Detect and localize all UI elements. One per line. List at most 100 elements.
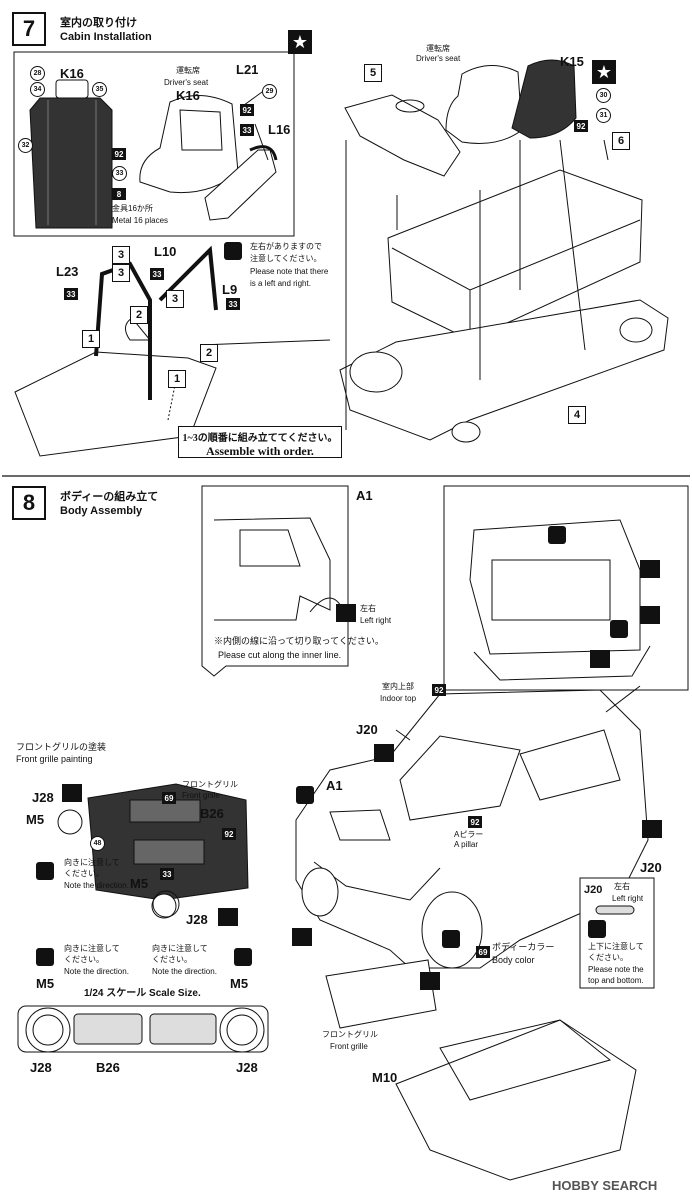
inset-seat-label-jp: 運転席 xyxy=(176,66,200,75)
rollcage-square-33c: 33 xyxy=(226,298,240,310)
inset-square-92b: 92 xyxy=(240,104,254,116)
inset-square-8: 8 xyxy=(112,188,126,200)
scale-m5-left: M5 xyxy=(36,976,55,991)
j20-note-jp-1: 上下に注意して xyxy=(588,942,644,951)
main-square-92: 92 xyxy=(574,120,588,132)
glue-icon xyxy=(296,786,314,804)
scale-right-jp-2: ください。 xyxy=(152,955,192,964)
caution-icon xyxy=(588,920,606,938)
rollcage-square-33a: 33 xyxy=(64,288,78,300)
body-m10: M10 xyxy=(372,1070,398,1085)
grille-paint-grille-jp: フロントグリル xyxy=(182,780,238,789)
j20-note-part: J20 xyxy=(584,884,603,896)
j20-note-en-1: Please note the xyxy=(588,965,644,974)
pillar-en: A pillar xyxy=(454,840,479,849)
grille-m5-bottom: M5 xyxy=(130,876,149,891)
body-grille-en: Front grille xyxy=(330,1042,368,1051)
glue-icon xyxy=(442,930,460,948)
rollcage-l9: L9 xyxy=(222,282,238,297)
inset-circle-29: 29 xyxy=(262,84,277,99)
paint-icon xyxy=(642,820,662,838)
grille-b26: B26 xyxy=(200,806,224,821)
grille-dir-en: Note the direction. xyxy=(64,881,129,890)
order-box-1a: 1 xyxy=(82,330,100,348)
side-panel-a1: A1 xyxy=(356,488,373,503)
body-j20-top: J20 xyxy=(356,722,378,737)
indoor-top-en: Indoor top xyxy=(380,694,417,703)
scale-right-jp-1: 向きに注意して xyxy=(152,944,208,953)
indoor-top-num: 92 xyxy=(432,684,446,696)
grille-j28-bottom: J28 xyxy=(186,912,208,927)
main-k15: K15 xyxy=(560,54,584,69)
scale-j28-left: J28 xyxy=(30,1060,52,1075)
grille-sq-69: 69 xyxy=(162,792,176,804)
main-seat-label-jp: 運転席 xyxy=(426,44,450,53)
step-8-number: 8 xyxy=(12,486,46,520)
inset-metal-jp: 金具16か所 xyxy=(112,204,153,213)
scale-m5-right: M5 xyxy=(230,976,249,991)
paint-icon xyxy=(420,972,440,990)
body-j20-side: J20 xyxy=(640,860,662,875)
body-color-jp: ボディーカラー xyxy=(492,942,555,952)
body-grille-jp: フロントグリル xyxy=(322,1030,378,1039)
paint-icon xyxy=(640,606,660,624)
watermark: HOBBY SEARCH xyxy=(552,1178,658,1193)
part-box-6: 6 xyxy=(612,132,630,150)
inset-circle-28: 28 xyxy=(30,66,45,81)
inset-circle-32: 32 xyxy=(18,138,33,153)
step-7-title-en: Cabin Installation xyxy=(60,31,152,43)
part-box-4: 4 xyxy=(568,406,586,424)
caution-icon xyxy=(224,242,242,260)
star-icon: ★ xyxy=(592,60,616,84)
inset-l16: L16 xyxy=(268,122,291,137)
side-panel-lr-en: Left right xyxy=(360,616,392,625)
grille-dir-jp-1: 向きに注意して xyxy=(64,858,120,867)
step-8-title-en: Body Assembly xyxy=(60,505,143,517)
order-box-3b: 3 xyxy=(112,264,130,282)
paint-icon xyxy=(292,928,312,946)
inset-square-33: 33 xyxy=(240,124,254,136)
grille-m5-top: M5 xyxy=(26,812,45,827)
order-box-2a: 2 xyxy=(130,306,148,324)
scale-left-jp-1: 向きに注意して xyxy=(64,944,120,953)
pillar-num: 92 xyxy=(468,816,482,828)
inset-seat-part: K16 xyxy=(176,88,200,103)
inset-seat-label-en: Driver's seat xyxy=(164,78,209,87)
grille-paint-grille-en: Front grille xyxy=(182,791,220,800)
paint-icon xyxy=(374,744,394,762)
rollcage-note-en-1: Please note that there xyxy=(250,267,329,276)
body-a1: A1 xyxy=(326,778,343,793)
rollcage-note-jp-2: 注意してください。 xyxy=(250,254,322,263)
indoor-top-jp: 室内上部 xyxy=(382,682,414,691)
rollcage-square-33b: 33 xyxy=(150,268,164,280)
paint-icon xyxy=(640,560,660,578)
inset-circle-34: 34 xyxy=(30,82,45,97)
pillar-jp: Aピラー xyxy=(454,830,484,839)
side-panel-cut-en: Please cut along the inner line. xyxy=(218,650,342,660)
j20-note-jp-2: ください。 xyxy=(588,953,628,962)
assembly-order-jp: 1~3の順番に組み立ててください。 xyxy=(182,433,338,444)
step-7-number: 7 xyxy=(12,12,46,46)
main-seat-label-en: Driver's seat xyxy=(416,54,461,63)
step-8-title-jp: ボディーの組み立て xyxy=(60,491,159,503)
paint-icon xyxy=(218,908,238,926)
grille-circle-48: 48 xyxy=(90,836,105,851)
order-box-2b: 2 xyxy=(200,344,218,362)
side-panel-cut-jp: ※内側の線に沿って切り取ってください。 xyxy=(214,636,384,646)
scale-left-jp-2: ください。 xyxy=(64,955,104,964)
paint-icon xyxy=(62,784,82,802)
paint-icon xyxy=(336,604,356,622)
inset-metal-en: Metal 16 places xyxy=(112,216,169,225)
main-circle-30: 30 xyxy=(596,88,611,103)
rollcage-note-en-2: is a left and right. xyxy=(250,279,311,288)
j20-note-lr-en: Left right xyxy=(612,894,644,903)
grille-dir-jp-2: ください。 xyxy=(64,869,104,878)
side-panel-lr-jp: 左右 xyxy=(360,604,376,613)
order-box-3a: 3 xyxy=(112,246,130,264)
part-box-5: 5 xyxy=(364,64,382,82)
rollcage-l10: L10 xyxy=(154,244,177,259)
caution-icon xyxy=(36,948,54,966)
grille-sq-33: 33 xyxy=(160,868,174,880)
assembly-order-en: Assemble with order. xyxy=(206,444,314,458)
inset-square-92: 92 xyxy=(112,148,126,160)
